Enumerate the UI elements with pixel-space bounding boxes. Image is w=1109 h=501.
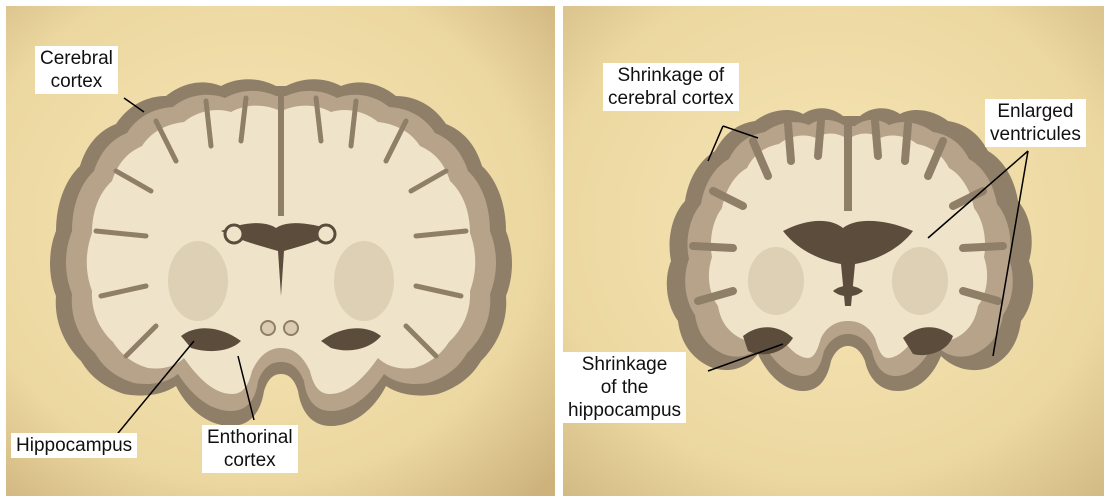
right-basal-ganglia	[334, 241, 394, 321]
right-basal-ganglia	[892, 247, 948, 315]
alzheimers-brain-panel: Shrinkage of cerebral cortex Enlarged ve…	[563, 6, 1104, 496]
healthy-brain-panel: Cerebral cortex Hippocampus Enthorinal c…	[6, 6, 555, 496]
label-shrinkage-cerebral-cortex: Shrinkage of cerebral cortex	[603, 63, 739, 111]
label-hippocampus: Hippocampus	[11, 433, 137, 458]
label-enlarged-ventricles: Enlarged ventricules	[985, 99, 1086, 147]
label-shrinkage-hippocampus: Shrinkage of the hippocampus	[563, 352, 686, 423]
left-caudate	[225, 225, 243, 243]
label-entorhinal-cortex: Enthorinal cortex	[202, 425, 298, 473]
mammillary-body-left	[261, 321, 275, 335]
mammillary-body-right	[284, 321, 298, 335]
label-cerebral-cortex: Cerebral cortex	[35, 46, 118, 94]
left-basal-ganglia	[168, 241, 228, 321]
right-caudate	[317, 225, 335, 243]
left-basal-ganglia	[748, 247, 804, 315]
